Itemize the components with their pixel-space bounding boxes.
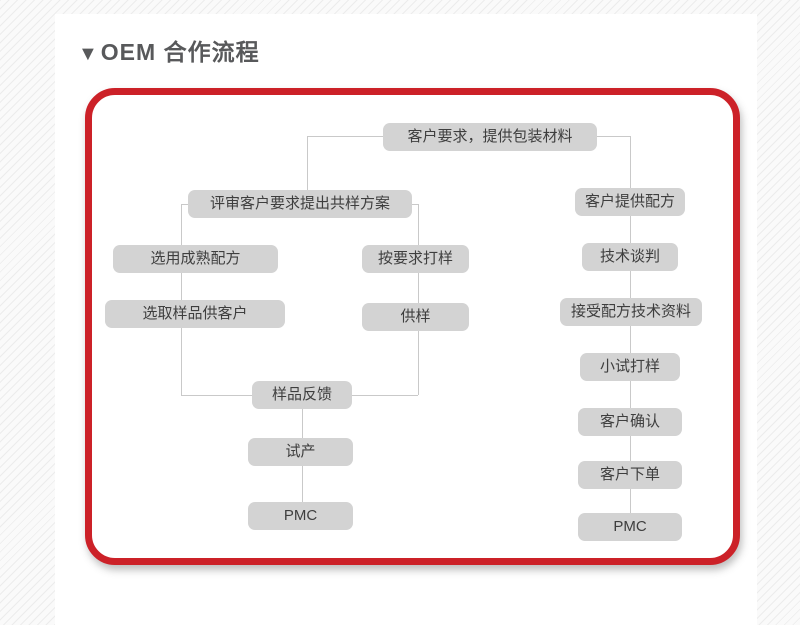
connector-line xyxy=(307,136,308,190)
flow-node-review-proposal: 评审客户要求提出共样方案 xyxy=(188,190,412,218)
triangle-down-icon: ▼ xyxy=(78,43,99,65)
connector-line xyxy=(302,466,303,502)
flow-node-mature-formula: 选用成熟配方 xyxy=(113,245,278,273)
flow-node-customer-provides-formula: 客户提供配方 xyxy=(575,188,685,216)
flow-node-select-samples: 选取样品供客户 xyxy=(105,300,285,328)
flow-node-sample-feedback: 样品反馈 xyxy=(252,381,352,409)
flow-node-customer-confirmation: 客户确认 xyxy=(578,408,682,436)
flow-node-customer-order: 客户下单 xyxy=(578,461,682,489)
connector-line xyxy=(181,204,188,205)
flow-node-supply-sample: 供样 xyxy=(362,303,469,331)
flow-node-customer-requirements: 客户要求，提供包装材料 xyxy=(383,123,597,151)
page-title: ▼OEM 合作流程 xyxy=(78,33,260,67)
flow-node-sample-on-request: 按要求打样 xyxy=(362,245,469,273)
connector-line xyxy=(630,136,631,516)
connector-line xyxy=(181,395,253,396)
flow-node-accept-formula-docs: 接受配方技术资料 xyxy=(560,298,702,326)
flow-node-technical-negotiation: 技术谈判 xyxy=(582,243,678,271)
connector-line xyxy=(418,204,419,395)
flow-node-pmc-right: PMC xyxy=(578,513,682,541)
page-title-text: OEM 合作流程 xyxy=(100,39,260,65)
connector-line xyxy=(307,136,383,137)
connector-line xyxy=(412,204,418,205)
connector-line xyxy=(597,136,630,137)
connector-line xyxy=(352,395,418,396)
connector-line xyxy=(302,409,303,438)
connector-line xyxy=(181,204,182,395)
flow-node-trial-production: 试产 xyxy=(248,438,353,466)
flow-node-small-trial-sample: 小试打样 xyxy=(580,353,680,381)
flow-node-pmc-left: PMC xyxy=(248,502,353,530)
